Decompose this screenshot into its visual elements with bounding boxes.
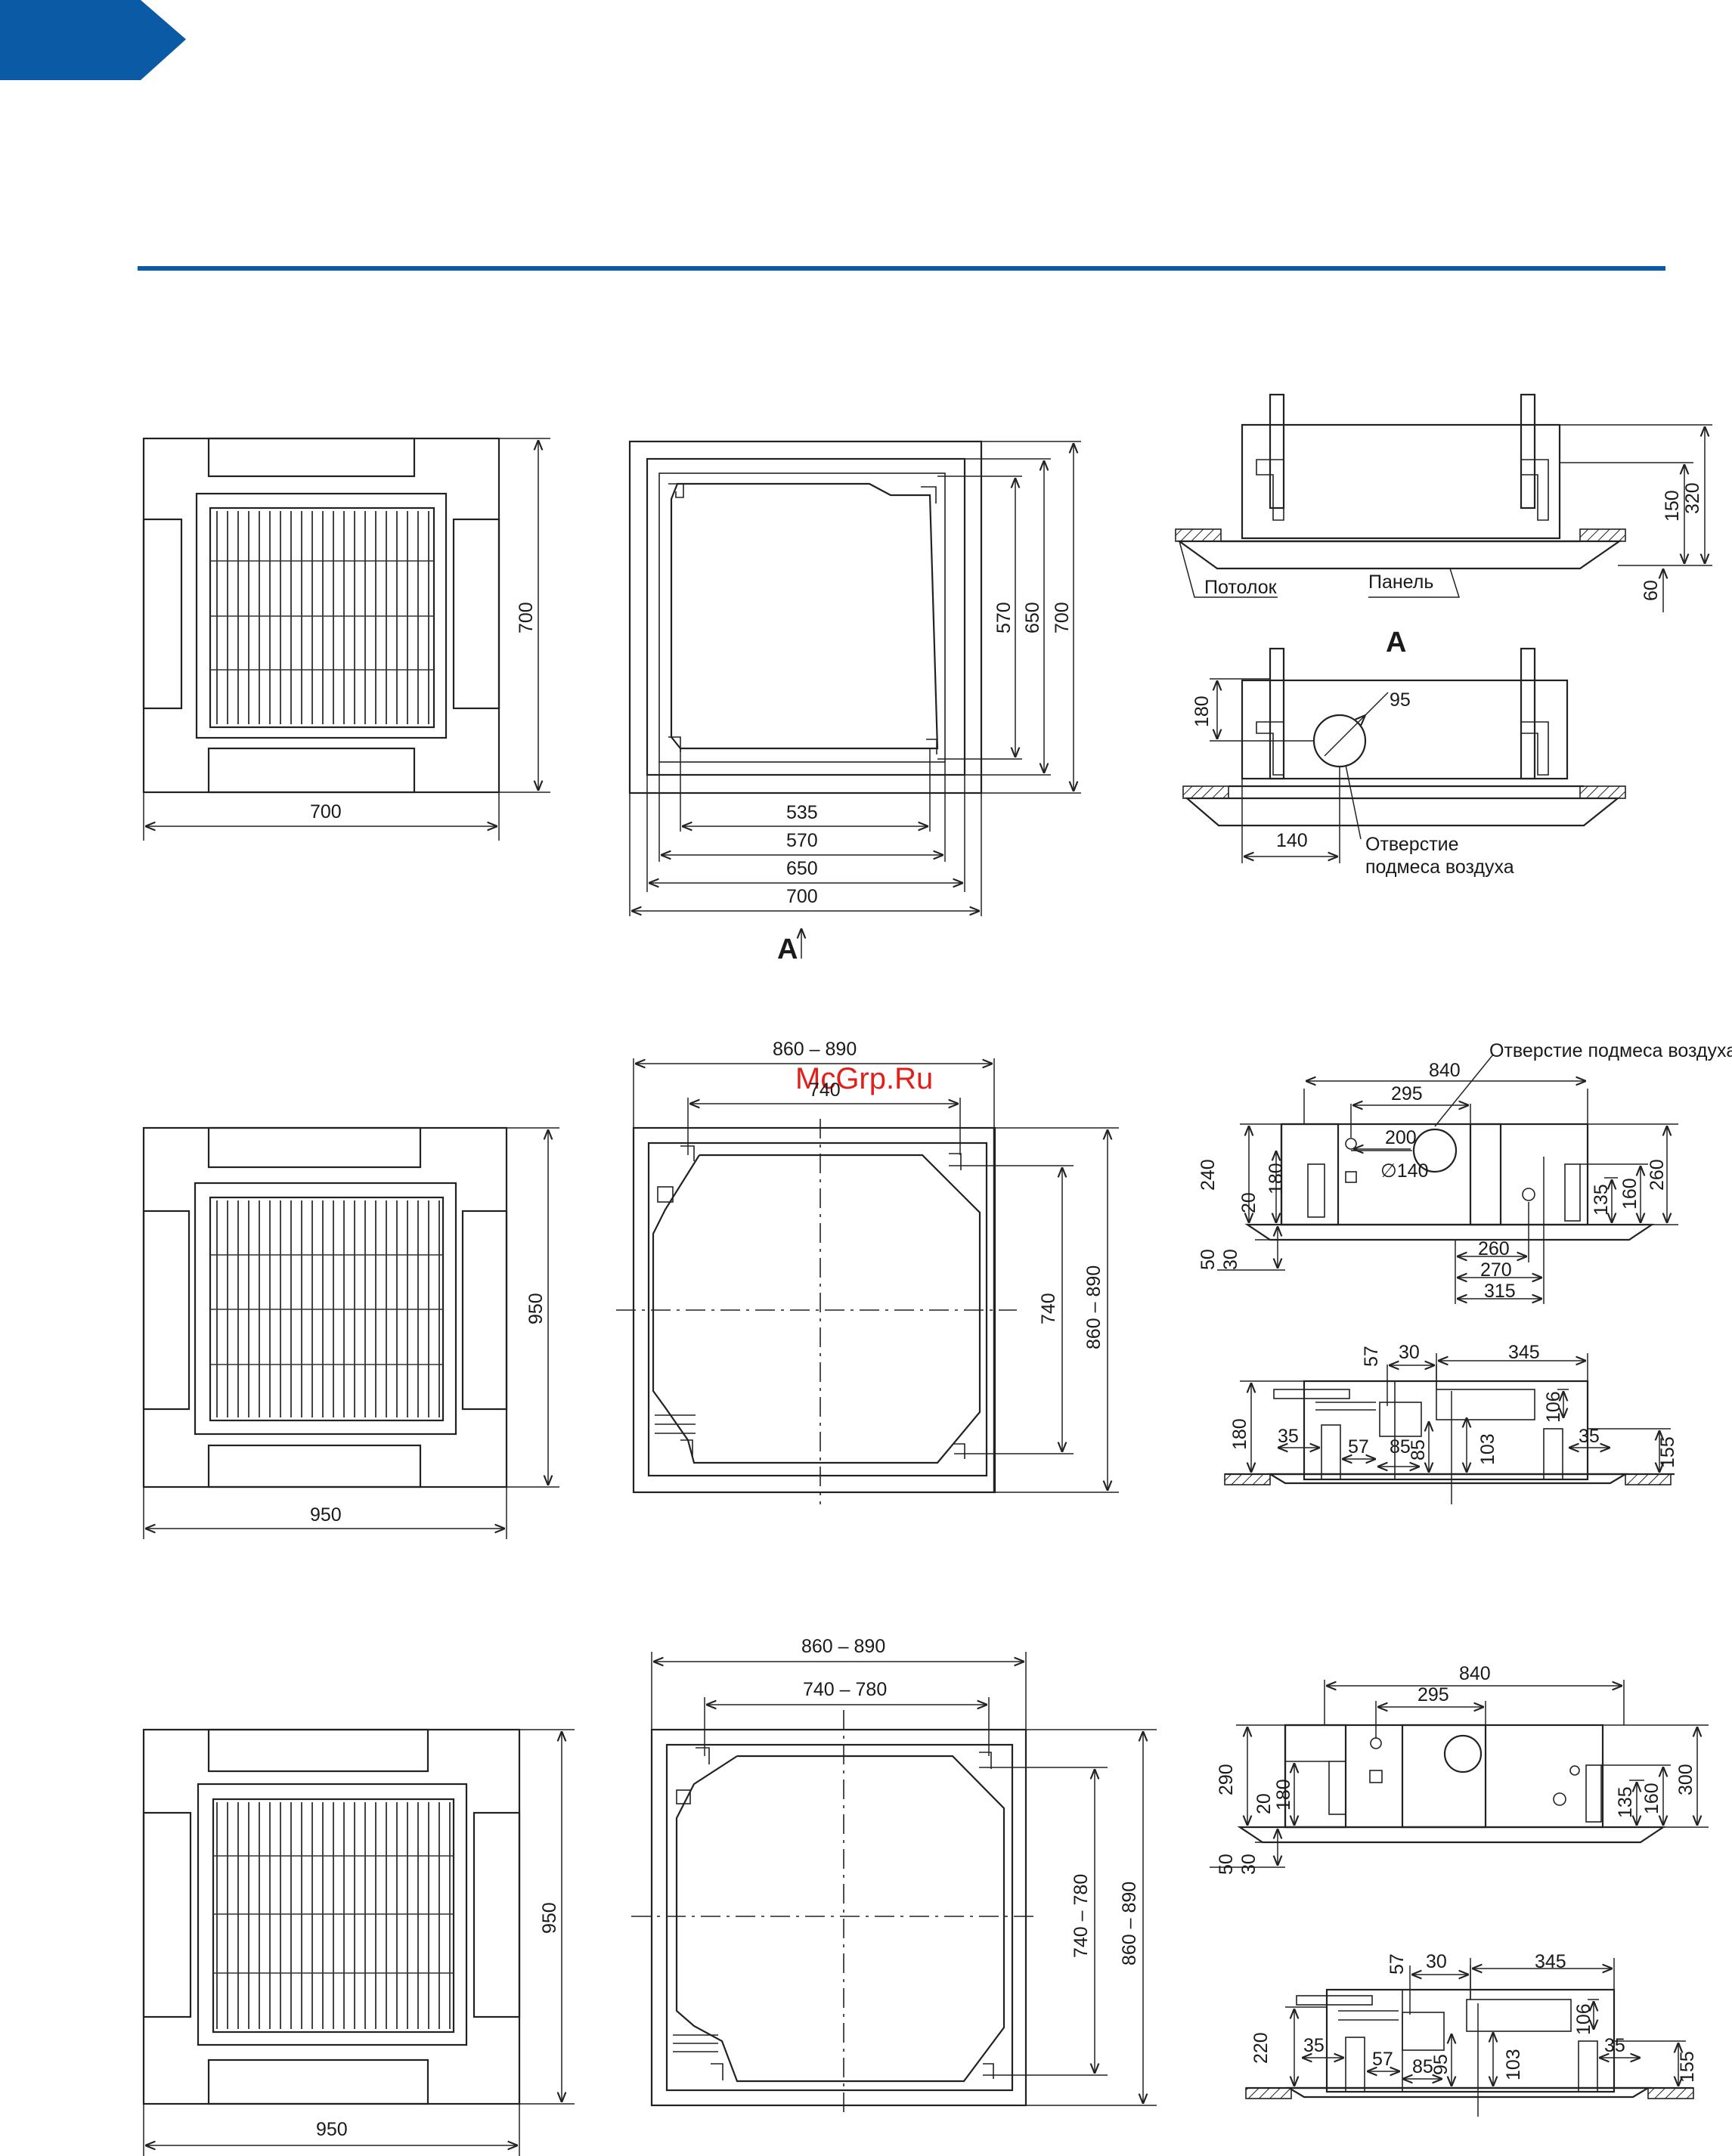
unit1-view-arrow-label: A — [777, 934, 798, 965]
unit1-plan-h700: 700 — [1052, 602, 1073, 633]
unit2-rear-w35b: 35 — [1579, 1426, 1600, 1447]
unit2-side-h135: 135 — [1591, 1184, 1612, 1216]
unit1-view-a — [1182, 647, 1626, 863]
unit2-side-h160: 160 — [1619, 1178, 1641, 1210]
unit3-side-h180: 180 — [1273, 1779, 1294, 1811]
unit2-rear-h57: 57 — [1361, 1346, 1382, 1367]
unit1-section-h150: 150 — [1662, 490, 1683, 522]
unit2-rear-h180: 180 — [1229, 1418, 1250, 1450]
unit2-side-w840: 840 — [1429, 1060, 1461, 1081]
unit2-side-h180: 180 — [1266, 1163, 1287, 1194]
unit3-plan-h860: 860 – 890 — [1119, 1882, 1140, 1965]
unit3-plan-inner-dim: 740 – 780 — [803, 1679, 887, 1700]
unit1-plan-w700: 700 — [786, 886, 818, 907]
unit2-side-h30: 30 — [1220, 1249, 1241, 1270]
unit2-side-h240: 240 — [1198, 1159, 1219, 1191]
unit3-side-h300: 300 — [1675, 1764, 1696, 1795]
unit2-rear-w30: 30 — [1399, 1342, 1420, 1363]
unit2-side-h20: 20 — [1238, 1192, 1259, 1213]
unit3-rear-h220: 220 — [1250, 2032, 1272, 2064]
unit3-rear-view — [1245, 1958, 1694, 2117]
fresh-air-hole-label-line1: Отверстие — [1365, 834, 1459, 855]
unit3-plan-top-dim: 860 – 890 — [801, 1636, 885, 1657]
unit2-rear-view — [1224, 1353, 1675, 1504]
unit1-front-view — [142, 437, 550, 841]
unit2-side-w270: 270 — [1480, 1259, 1512, 1281]
unit3-side-w295: 295 — [1418, 1684, 1449, 1705]
unit1-front-width: 700 — [310, 801, 342, 822]
unit2-side-w295: 295 — [1391, 1083, 1423, 1104]
unit2-plan-h860: 860 – 890 — [1083, 1265, 1105, 1349]
unit2-rear-h103: 103 — [1477, 1433, 1498, 1465]
unit2-plan-inner-dim: 740 — [809, 1080, 841, 1101]
unit3-side-h50: 50 — [1216, 1854, 1237, 1875]
unit2-side-w200: 200 — [1385, 1127, 1417, 1148]
unit2-rear-h155: 155 — [1657, 1436, 1678, 1468]
unit2-side-dia: ∅140 — [1380, 1160, 1429, 1182]
unit2-front-view — [142, 1126, 559, 1539]
unit2-side-view — [1217, 1054, 1678, 1304]
unit3-side-h160: 160 — [1641, 1783, 1662, 1814]
unit1-view-a-d95: 95 — [1390, 689, 1411, 711]
unit3-side-h135: 135 — [1615, 1786, 1636, 1818]
unit3-side-h290: 290 — [1216, 1764, 1237, 1795]
unit1-plan-w650: 650 — [786, 858, 818, 879]
view-a-heading: A — [1386, 627, 1406, 658]
unit1-plan-h650: 650 — [1022, 602, 1043, 633]
unit3-rear-w35a: 35 — [1303, 2035, 1325, 2056]
unit2-rear-w57: 57 — [1348, 1436, 1369, 1457]
unit2-plan-view — [616, 1058, 1119, 1504]
unit3-side-view — [1210, 1680, 1709, 1868]
unit3-rear-h103: 103 — [1503, 2049, 1524, 2080]
unit3-side-h30: 30 — [1238, 1854, 1259, 1875]
unit1-section-view — [1175, 393, 1712, 612]
unit3-front-width: 950 — [316, 2119, 348, 2140]
unit1-plan-w570: 570 — [786, 830, 818, 851]
unit1-view-a-h180: 180 — [1191, 695, 1213, 727]
fresh-air-hole-label: Отверстие подмеса воздуха — [1489, 1040, 1732, 1061]
unit3-rear-w30: 30 — [1426, 1951, 1447, 1972]
unit3-rear-h95: 95 — [1430, 2054, 1452, 2075]
unit2-rear-w345: 345 — [1508, 1342, 1540, 1363]
unit1-section-h320: 320 — [1682, 482, 1703, 514]
unit3-side-h20: 20 — [1253, 1793, 1275, 1814]
unit2-side-w315: 315 — [1484, 1281, 1516, 1302]
unit2-side-h50: 50 — [1198, 1249, 1219, 1270]
unit3-side-w840: 840 — [1459, 1663, 1491, 1684]
header-tab-shape — [0, 0, 186, 80]
unit1-view-a-w140: 140 — [1276, 830, 1308, 851]
fresh-air-hole-label-line2: подмеса воздуха — [1365, 857, 1514, 878]
unit3-plan-view — [631, 1652, 1157, 2117]
label-panel: Панель — [1368, 572, 1433, 593]
unit3-front-view — [142, 1728, 575, 2156]
unit2-rear-w35a: 35 — [1278, 1426, 1299, 1447]
unit2-front-width: 950 — [310, 1504, 342, 1526]
unit2-rear-w85: 85 — [1390, 1436, 1411, 1457]
unit1-front-height: 700 — [516, 602, 537, 633]
unit3-rear-h57: 57 — [1387, 1953, 1408, 1975]
unit2-plan-top-dim: 860 – 890 — [773, 1039, 857, 1060]
unit2-rear-h85: 85 — [1408, 1439, 1429, 1461]
unit1-plan-w535: 535 — [786, 802, 818, 823]
unit3-rear-w57: 57 — [1372, 2049, 1393, 2070]
unit2-front-height: 950 — [525, 1293, 547, 1324]
unit1-section-h60: 60 — [1641, 580, 1662, 601]
unit3-rear-h155: 155 — [1677, 2051, 1698, 2083]
unit3-plan-h740: 740 – 780 — [1070, 1874, 1092, 1958]
label-ceiling: Потолок — [1204, 577, 1278, 598]
unit2-side-h260: 260 — [1647, 1159, 1668, 1191]
unit3-rear-w345: 345 — [1535, 1951, 1566, 1972]
unit3-rear-w35b: 35 — [1604, 2035, 1625, 2056]
unit1-plan-h570: 570 — [993, 602, 1015, 633]
unit2-side-w260: 260 — [1478, 1238, 1510, 1259]
unit1-plan-view — [628, 440, 1081, 959]
unit2-rear-h106: 106 — [1543, 1391, 1564, 1423]
unit3-rear-h106: 106 — [1573, 2003, 1594, 2035]
unit3-rear-w85: 85 — [1412, 2056, 1433, 2077]
unit2-plan-h740: 740 — [1038, 1293, 1059, 1324]
unit3-front-height: 950 — [539, 1902, 560, 1934]
